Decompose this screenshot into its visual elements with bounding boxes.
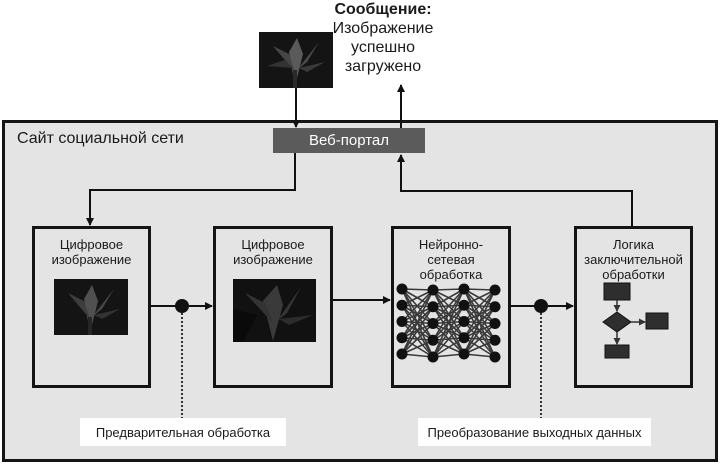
- nn-neuron: [427, 318, 439, 329]
- nn-neuron: [458, 348, 470, 360]
- message-line: загружено: [344, 58, 422, 75]
- nn-neuron: [427, 284, 439, 296]
- uploaded-image-thumbnail: [259, 32, 333, 88]
- stage-title: Цифровое: [241, 237, 305, 252]
- nn-connection: [432, 304, 465, 358]
- nn-connection: [401, 289, 434, 355]
- nn-neuron: [489, 301, 501, 313]
- flowchart-icon: [602, 282, 669, 359]
- neural-network-icon: [396, 283, 501, 363]
- stage-title: заключительной: [584, 252, 683, 267]
- nn-neuron: [458, 332, 470, 344]
- stage-title: Нейронно-: [418, 237, 484, 252]
- nn-connection: [432, 288, 465, 341]
- nn-connection: [401, 339, 434, 355]
- nn-connection: [432, 288, 465, 325]
- nn-neuron: [458, 283, 470, 295]
- preprocessing-label: Предварительная обработка: [80, 418, 286, 446]
- nn-connection: [401, 322, 434, 355]
- message-heading: Сообщение:: [334, 1, 432, 18]
- nn-neuron: [396, 348, 408, 360]
- nn-neuron: [489, 334, 501, 346]
- output-transform-node: [534, 299, 548, 313]
- nn-neuron: [427, 301, 439, 313]
- nn-neuron: [458, 316, 470, 327]
- nn-connection: [463, 289, 496, 355]
- nn-neuron: [489, 284, 501, 296]
- nn-connection: [463, 289, 496, 306]
- nn-connection: [401, 289, 434, 339]
- nn-connection: [432, 337, 465, 358]
- nn-neuron: [489, 318, 501, 329]
- nn-neuron: [489, 351, 501, 363]
- nn-connection: [401, 306, 434, 355]
- nn-connection: [432, 320, 465, 358]
- stage-digital-image-original: Цифровое изображение: [32, 226, 151, 388]
- nn-connection: [463, 289, 496, 339]
- nn-connection: [463, 289, 496, 323]
- message-line: успешно: [351, 39, 415, 56]
- nn-neuron: [427, 334, 439, 346]
- flowchart-branch-block: [645, 312, 669, 330]
- nn-connection: [463, 322, 496, 355]
- stage-title: сетевая: [427, 252, 475, 267]
- web-portal-button[interactable]: Веб-портал: [273, 128, 425, 153]
- nn-connection: [401, 289, 434, 306]
- processed-image-thumbnail: [233, 279, 316, 342]
- flower-image-icon: [233, 279, 316, 342]
- nn-neuron: [458, 299, 470, 311]
- flowchart-end-block: [604, 344, 630, 359]
- stage-title: обработки: [602, 267, 665, 282]
- stage-title: изображение: [233, 252, 313, 267]
- stage-title: Цифровое: [59, 237, 124, 252]
- original-image-thumbnail: [54, 279, 128, 335]
- nn-neuron: [396, 299, 408, 311]
- status-message: Сообщение: Изображение успешно загружено: [318, 0, 448, 76]
- message-line: Изображение: [332, 20, 434, 37]
- nn-connection: [401, 289, 434, 323]
- flowchart-decision: [602, 311, 632, 333]
- nn-neuron: [427, 351, 439, 363]
- frame-title: Сайт социальной сети: [17, 130, 184, 147]
- stage-title: обработка: [419, 267, 483, 282]
- output-transform-label: Преобразование выходных данных: [418, 418, 651, 446]
- nn-connection: [432, 288, 465, 358]
- nn-connection: [432, 288, 465, 308]
- flower-image-icon: [54, 279, 128, 335]
- nn-connection: [463, 306, 496, 355]
- nn-neuron: [396, 332, 408, 344]
- nn-connection: [463, 339, 496, 355]
- logic-to-portal-arrow: [397, 154, 633, 226]
- flowchart-start-block: [603, 282, 631, 301]
- flower-image-icon: [259, 32, 333, 88]
- stage-title: изображение: [51, 252, 132, 267]
- nn-neuron: [396, 283, 408, 295]
- nn-neuron: [396, 316, 408, 327]
- preprocess-node: [175, 299, 189, 313]
- stage-title: Логика: [613, 237, 654, 252]
- stage-digital-image-processed: Цифровое изображение: [213, 226, 333, 388]
- portal-to-image-arrow: [86, 153, 296, 226]
- stage-postprocessing-logic: Логика заключительной обработки: [574, 226, 693, 388]
